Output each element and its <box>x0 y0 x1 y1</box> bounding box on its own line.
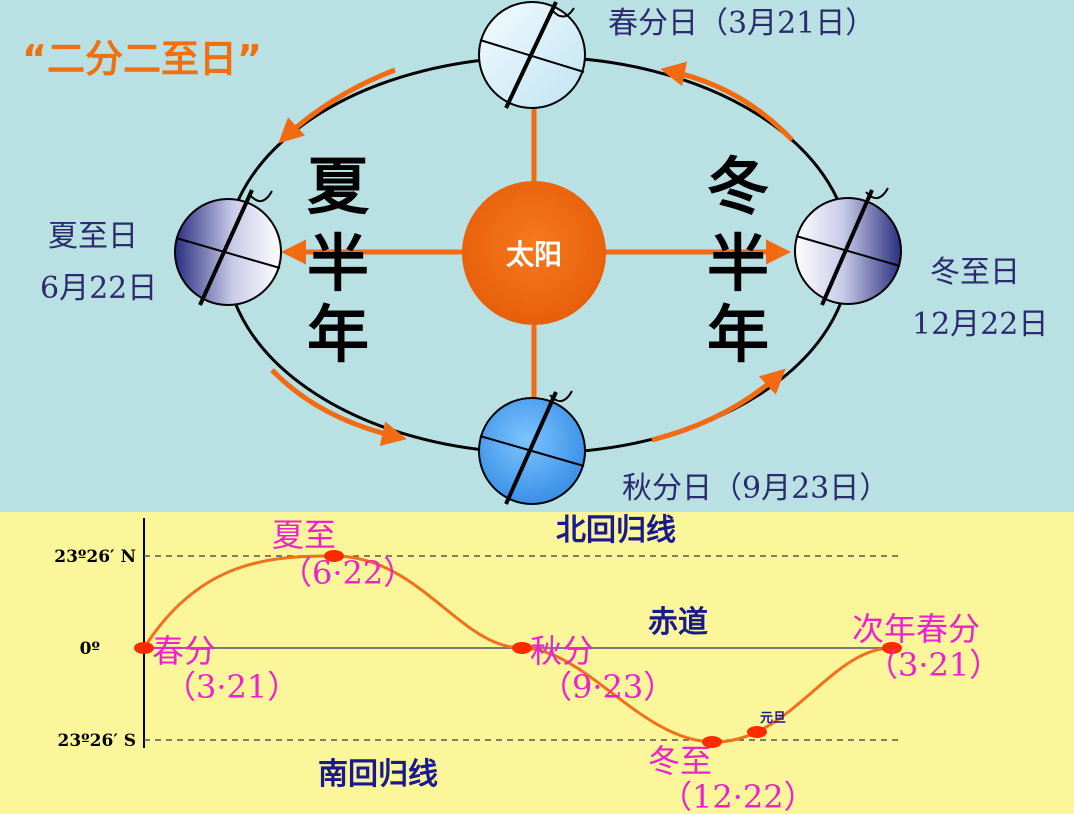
rotation-arrow-icon <box>549 390 573 402</box>
winter-solstice-date: （12·22） <box>660 778 816 814</box>
autumn-equinox-name: 秋分 <box>530 632 594 670</box>
winter-solstice-name: 冬至 <box>648 742 712 780</box>
spring-equinox-label: 春分日（3月21日） <box>608 6 875 41</box>
summer-solstice-label-1: 夏至日 <box>48 219 138 254</box>
winter-half-char-3: 年 <box>707 298 769 371</box>
orbit-direction-arrows <box>270 61 794 446</box>
earth-summer-solstice <box>174 189 282 306</box>
orbit-arrow-autumn-to-winter <box>651 368 786 443</box>
axis-label-south: 23º26′ S <box>58 731 137 751</box>
summer-half-year-label: 夏 半 年 <box>307 150 370 371</box>
next-spring-equinox-date: （3·21） <box>866 646 1001 684</box>
summer-solstice-name: 夏至 <box>272 516 336 554</box>
orbit-arrow-summer-to-autumn <box>270 368 407 446</box>
point-new-year <box>747 726 767 738</box>
new-year-label: 元旦 <box>760 711 786 726</box>
sun-label: 太阳 <box>506 238 562 271</box>
point-summer-solstice <box>324 550 344 562</box>
tropic-of-cancer-label: 北回归线 <box>556 513 676 548</box>
summer-half-char-3: 年 <box>307 298 369 371</box>
orbit-arrow-spring-to-summer <box>278 67 396 144</box>
point-winter-solstice <box>702 736 722 748</box>
rotation-arrow-icon <box>865 187 889 199</box>
axis-label-zero: 0º <box>80 639 100 659</box>
spring-equinox-date: （3·21） <box>164 668 299 706</box>
orbit-arrow-winter-to-spring <box>660 61 794 142</box>
point-spring-equinox <box>134 642 154 654</box>
winter-half-char-1: 冬 <box>707 150 769 223</box>
spring-equinox-name: 春分 <box>152 632 216 670</box>
point-autumn-equinox <box>512 642 532 654</box>
diagram-title: “二分二至日” <box>22 37 262 81</box>
winter-solstice-label-2: 12月22日 <box>912 307 1048 342</box>
point-next-spring-equinox <box>882 642 902 654</box>
winter-half-char-2: 半 <box>707 227 769 300</box>
earth-winter-solstice <box>794 187 902 306</box>
axis-label-north: 23º26′ N <box>54 547 136 567</box>
earth-autumn-equinox <box>478 390 586 505</box>
autumn-equinox-label: 秋分日（9月23日） <box>622 471 889 506</box>
summer-half-char-2: 半 <box>307 227 369 300</box>
summer-half-char-1: 夏 <box>307 150 370 223</box>
autumn-equinox-date: （9·23） <box>540 668 675 706</box>
next-spring-equinox-name: 次年春分 <box>852 610 980 648</box>
rotation-arrow-icon <box>551 7 575 18</box>
winter-solstice-label-1: 冬至日 <box>930 255 1020 290</box>
rotation-arrow-icon <box>249 190 273 202</box>
sun <box>462 181 606 325</box>
earth-spring-equinox <box>478 1 586 109</box>
winter-half-year-label: 冬 半 年 <box>707 150 769 371</box>
bottom-panel-background <box>0 512 1074 814</box>
equator-label: 赤道 <box>648 605 708 640</box>
summer-solstice-date: （6·22） <box>280 554 415 592</box>
tropic-of-capricorn-label: 南回归线 <box>318 757 438 792</box>
summer-solstice-label-2: 6月22日 <box>40 271 157 306</box>
